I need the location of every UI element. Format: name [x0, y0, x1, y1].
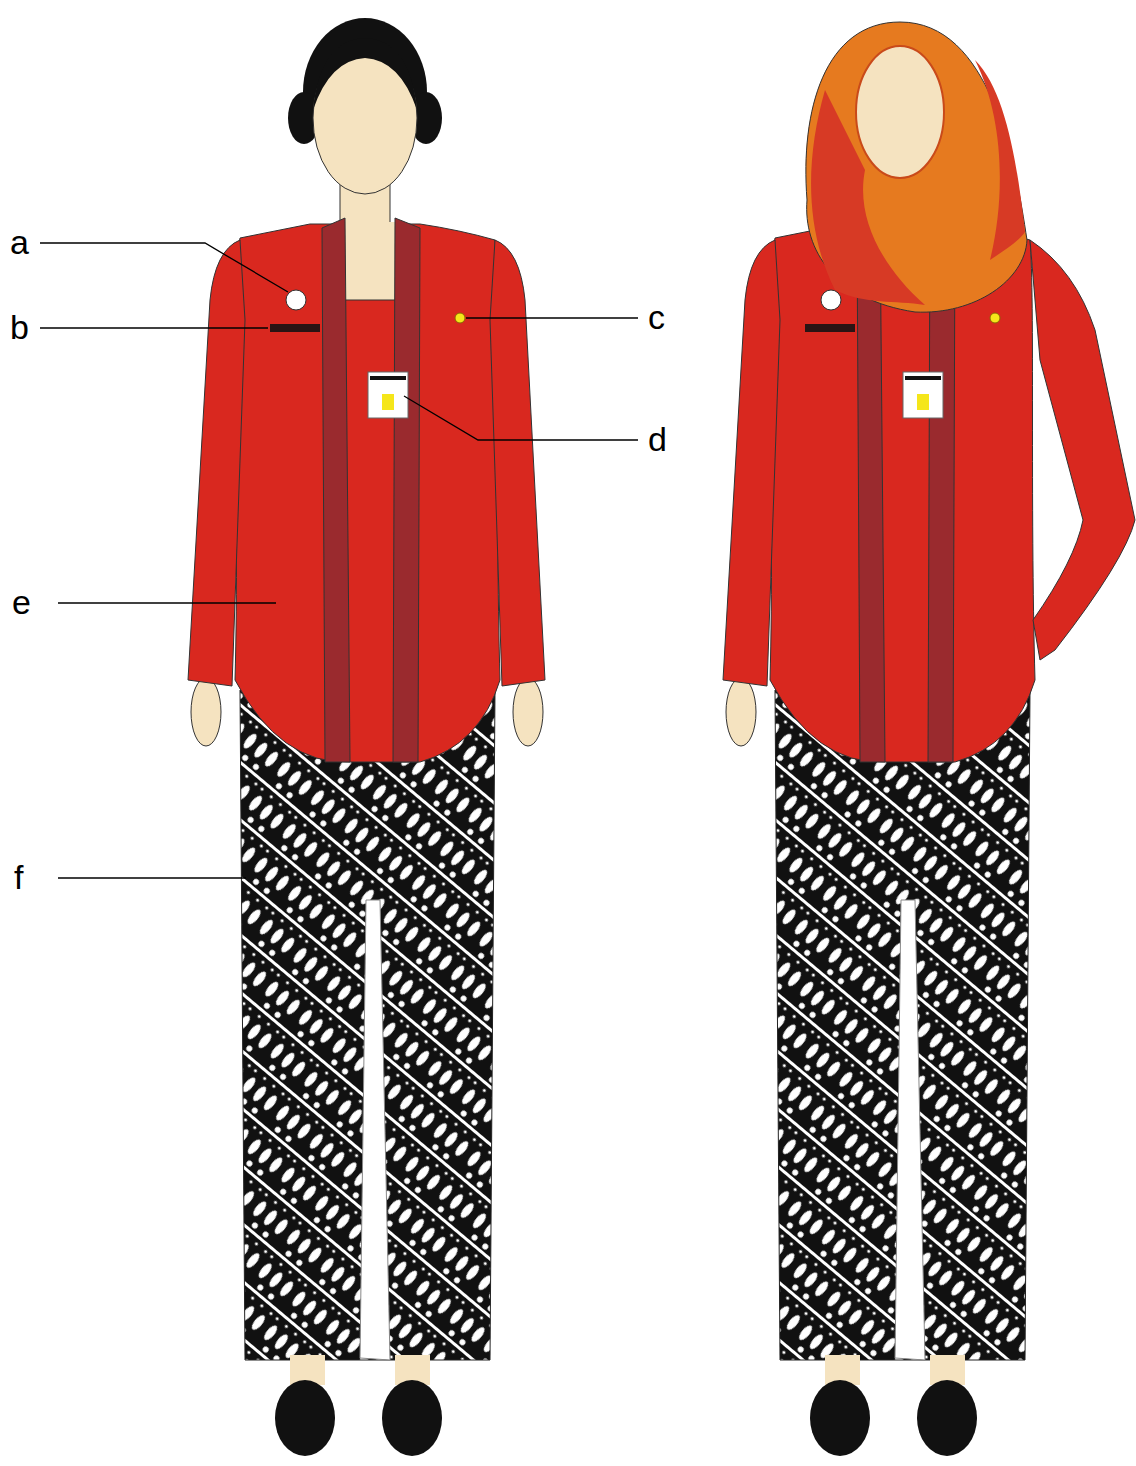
callout-letter: c [648, 299, 665, 335]
callout-letter: a [10, 224, 29, 260]
callout-letter: d [648, 421, 667, 457]
callout-letter: b [10, 309, 29, 345]
callout-letter: e [12, 584, 31, 620]
callout-letter: f [14, 859, 23, 895]
leader-lines [40, 243, 638, 878]
